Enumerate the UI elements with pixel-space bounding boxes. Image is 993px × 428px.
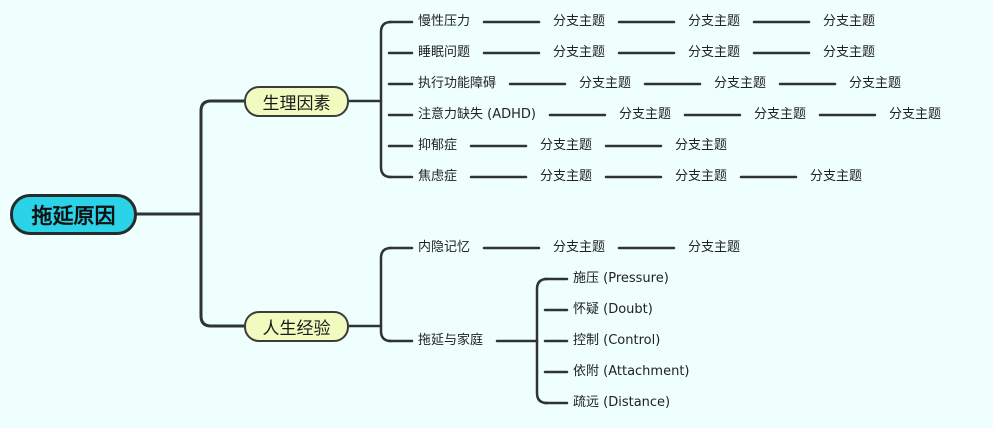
subtopic[interactable]: 控制 (Control) [573,333,661,348]
subtopic[interactable]: 分支主题 [553,240,606,255]
main-topic-label: 人生经验 [262,319,331,339]
subtopic[interactable]: 分支主题 [540,169,593,184]
subtopic[interactable]: 分支主题 [688,45,741,60]
subtopic[interactable]: 分支主题 [553,45,606,60]
secondary-topic[interactable]: 慢性压力 [418,14,471,29]
connector-line [379,246,393,343]
subtopic[interactable]: 分支主题 [688,14,741,29]
main-topic-physiological[interactable]: 生理因素 [244,86,349,117]
root-topic[interactable]: 拖延原因 [10,194,137,235]
secondary-topic[interactable]: 执行功能障碍 [418,76,497,91]
main-topic-life-experience[interactable]: 人生经验 [244,311,349,342]
subtopic[interactable]: 分支主题 [618,107,671,122]
subtopic[interactable]: 分支主题 [810,169,863,184]
subtopic[interactable]: 分支主题 [675,169,728,184]
subtopic[interactable]: 分支主题 [753,107,806,122]
subtopic[interactable]: 分支主题 [540,138,593,153]
connector-line [199,99,246,328]
subtopic[interactable]: 分支主题 [888,107,941,122]
subtopic[interactable]: 依附 (Attachment) [573,364,690,379]
subtopic[interactable]: 疏远 (Distance) [573,395,671,410]
secondary-topic[interactable]: 拖延与家庭 [418,333,484,348]
secondary-topic[interactable]: 注意力缺失 (ADHD) [418,107,536,122]
subtopic[interactable]: 分支主题 [579,76,632,91]
subtopic[interactable]: 施压 (Pressure) [573,271,669,286]
secondary-topic[interactable]: 睡眠问题 [418,45,471,60]
secondary-topic[interactable]: 抑郁症 [418,138,458,153]
connector-line [379,20,393,179]
secondary-topic[interactable]: 内隐记忆 [418,240,471,255]
subtopic[interactable]: 分支主题 [675,138,728,153]
subtopic[interactable]: 分支主题 [823,14,876,29]
subtopic[interactable]: 分支主题 [823,45,876,60]
subtopic[interactable]: 分支主题 [714,76,767,91]
subtopic[interactable]: 怀疑 (Doubt) [573,302,653,317]
root-topic-label: 拖延原因 [31,203,116,228]
connector-line [535,277,549,405]
main-topic-label: 生理因素 [262,94,331,114]
subtopic[interactable]: 分支主题 [688,240,741,255]
subtopic[interactable]: 分支主题 [849,76,902,91]
secondary-topic[interactable]: 焦虑症 [418,169,458,184]
subtopic[interactable]: 分支主题 [553,14,606,29]
